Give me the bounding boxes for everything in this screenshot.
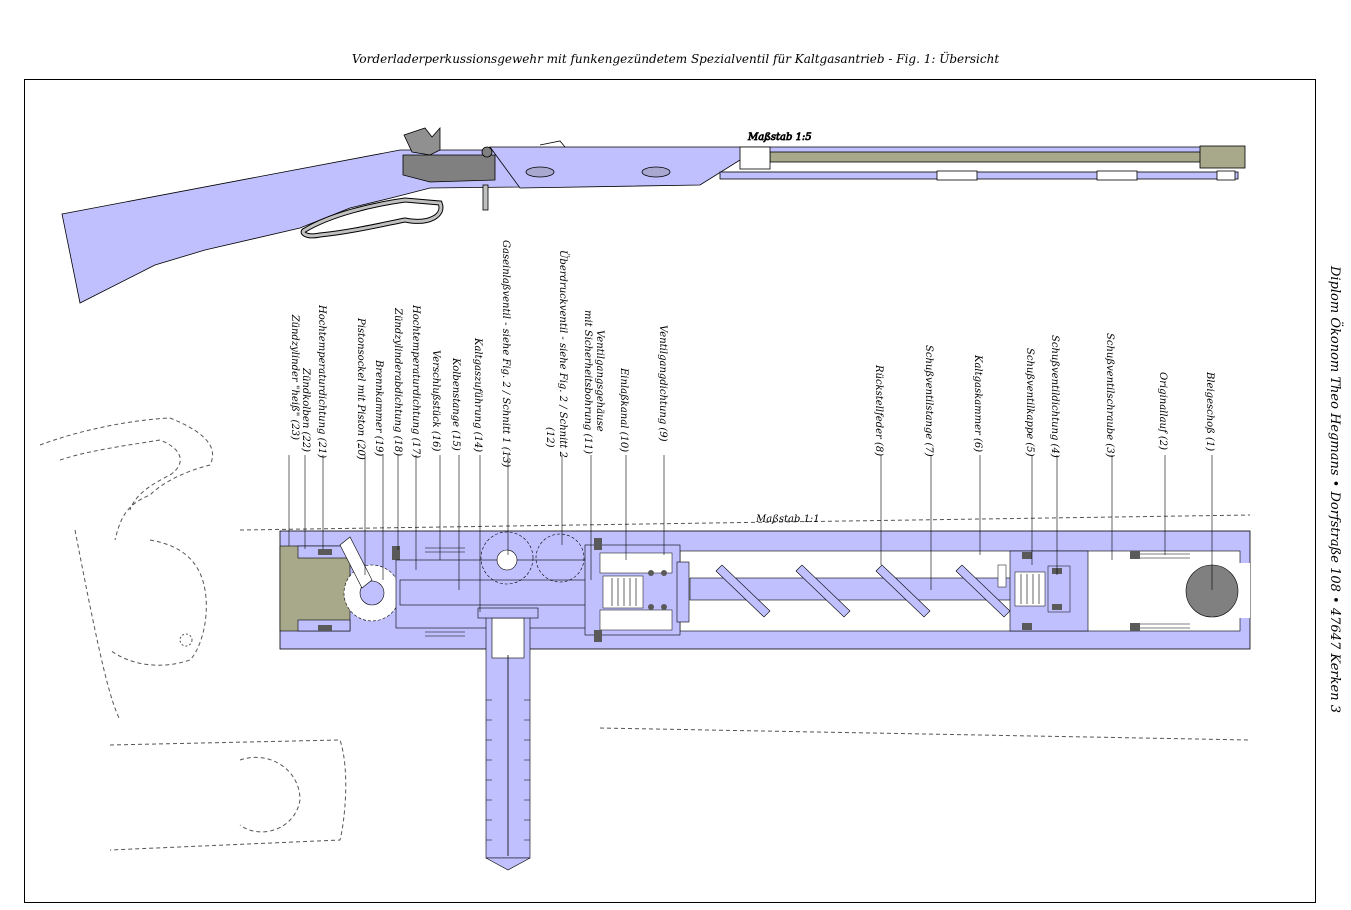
label-11b: mit Sicherheitsbohrung (11) — [582, 310, 593, 454]
part-labels: Zündzylinder "heiß" (23) Hochtemperaturd… — [289, 240, 1215, 467]
label-18: Zündzylinderabdichtung (18) — [392, 307, 403, 456]
label-13: Gaseinlaßventil - siehe Fig. 2 / Schnitt… — [500, 240, 511, 467]
label-2: Originallauf (2) — [1157, 372, 1168, 450]
label-4: Schußventildichtung (4) — [1049, 335, 1060, 458]
address-text: Diplom Ökonom Theo Hegmans • Dorfstraße … — [1327, 265, 1344, 713]
zuendzylinder — [280, 546, 350, 631]
label-19: Brennkammer (19) — [373, 359, 384, 456]
label-12: (12) — [544, 427, 555, 448]
scale-label-bottom: Maßstab 1:1 — [755, 514, 820, 525]
label-20: Pistonsockel mit Piston (20) — [355, 317, 366, 460]
label-14: Kaltgaszuführung (14) — [472, 337, 483, 452]
escutcheon — [526, 167, 554, 177]
label-22: Zündkolben (22) — [300, 367, 311, 452]
label-17: Hochtemperaturdichtung (17) — [410, 304, 421, 458]
label-10: Einlaßkanal (10) — [618, 367, 629, 452]
label-3: Schußventilschraube (3) — [1104, 333, 1115, 458]
label-9: Ventilgangdichtung (9) — [657, 325, 668, 442]
trigger — [483, 185, 488, 210]
lock-plate — [403, 155, 495, 182]
label-5: Schußventilkappe (5) — [1024, 348, 1035, 457]
label-23: Zündzylinder "heiß" (23) — [289, 314, 300, 441]
rifle-overview: Maßstab 1:5 — [62, 128, 1245, 303]
label-7: Schußventilstange (7) — [923, 345, 934, 457]
escutcheon — [642, 167, 670, 177]
label-15: Kolbenstange (15) — [450, 357, 461, 451]
rifle-barrel — [770, 152, 1240, 162]
rifle-barrel-tip — [1200, 146, 1245, 168]
label-1: Bleigeschoß (1) — [1204, 371, 1215, 451]
section-detail: Maßstab 1:1 — [40, 418, 1250, 870]
label-11a: Ventilgangsgehäuse — [594, 330, 605, 432]
label-6: Kaltgaskammer (6) — [972, 354, 983, 452]
ramrod — [720, 172, 1238, 179]
scale-label-top: Maßstab 1:5 — [747, 132, 812, 143]
label-21: Hochtemperaturdichtung (21) — [316, 304, 327, 458]
label-16: Verschlußstück (16) — [430, 350, 441, 452]
label-12-main: Überdruckventil - siehe Fig. 2 / Schnitt… — [557, 250, 569, 458]
label-8: Rückstellfeder (8) — [873, 364, 884, 456]
